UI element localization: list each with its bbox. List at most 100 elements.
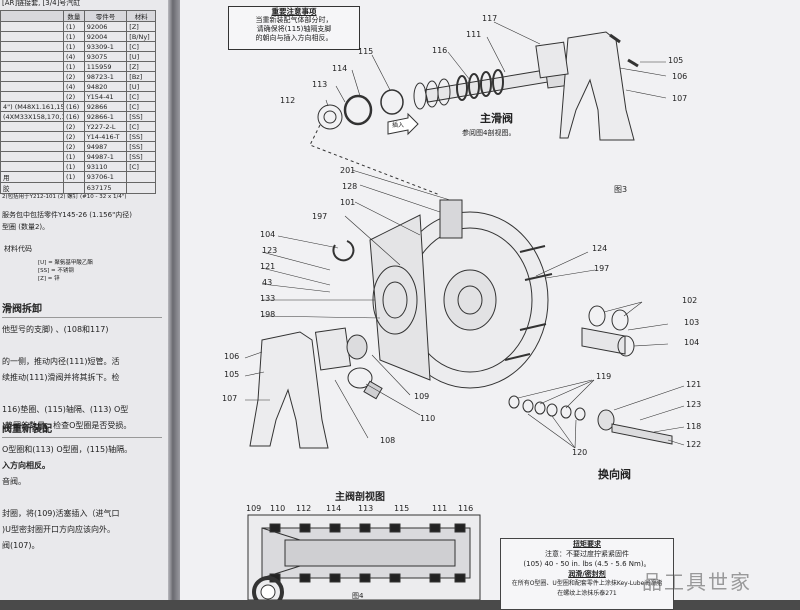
plate-108 [314, 327, 352, 371]
body-line: 入方向相反。 [2, 458, 164, 474]
callout-116: 116 [432, 46, 448, 55]
section-title-reassembly: 阀重新装配 [2, 420, 162, 438]
caution-line: 的朝向与插入方向相反。 [255, 34, 333, 42]
body-line: 封圈，将(109)活塞插入（进气口 [2, 509, 120, 518]
callout-133: 133 [260, 294, 276, 303]
callout-114: 114 [332, 64, 348, 73]
torque-requirements-box: 扭矩要求 注意：不要过度拧紧紧固件 (105) 40 - 50 in. lbs … [500, 538, 674, 610]
figure-3-label: 图3 [614, 185, 628, 194]
flange-bolts [504, 245, 553, 361]
callout-105b: 105 [224, 370, 240, 379]
body-bold: 入方向相反。 [2, 461, 50, 470]
callout-128: 128 [342, 182, 358, 191]
note-line: 型圈 (数量2)。 [2, 223, 50, 231]
cell-desc: 胶 [0, 182, 64, 194]
torque-line: 注意：不要过度拧紧紧固件 [545, 550, 629, 558]
parts-table-body: (1)92006[Z](1)92004[B/Ny](1)93309-1[C](4… [0, 21, 156, 194]
ring-113 [343, 94, 373, 126]
table-row: (1)93309-1[C] [0, 41, 156, 52]
body-line: 续推动(111)滑阀并将其拆下。检 [2, 373, 120, 382]
torque-title: 扭矩要求 [573, 540, 601, 548]
main-valve-subtitle: 参阅图4剖视图。 [462, 129, 516, 137]
lube-title: 润滑/密封剂 [568, 570, 606, 578]
callout-117: 117 [482, 14, 498, 23]
reversing-valve-title: 换向阀 [598, 468, 631, 481]
callout-107b: 107 [222, 394, 238, 403]
bracket-107-top [559, 31, 635, 141]
screw-105 [609, 33, 621, 44]
callout-197: 197 [312, 212, 328, 221]
caution-box: 重要注意事项 当重新装配气体部分时， 请确保将(115)轴隔支脚 的朝向与插入方… [228, 6, 360, 50]
left-page: [AR]链接套, [3/4]号汽缸 数量 零件号 材料 (1)92006[Z](… [0, 0, 168, 600]
callout-113: 113 [312, 80, 328, 89]
parts-table-header: 数量 零件号 材料 [0, 10, 156, 22]
table-row: 4") (M48X1.161,153,169(16)92866[C] [0, 101, 156, 112]
callout-120: 120 [572, 448, 588, 457]
table-top-fragment: [AR]链接套, [3/4]号汽缸 [2, 0, 81, 7]
section-callout-113: 113 [358, 504, 374, 513]
callout-101: 101 [340, 198, 356, 207]
callout-104b: 104 [684, 338, 700, 347]
body-line: 的一侧，推动内径(111)短管。活 [2, 357, 120, 366]
reversing-valve-body [597, 409, 615, 431]
left-notes: 服务包中包括零件Y145-26 (1.156"内径) 型圈 (数量2)。 [2, 210, 164, 234]
callout-102: 102 [682, 296, 698, 305]
spool-111 [424, 69, 549, 103]
table-row: (2)94987[SS] [0, 141, 156, 152]
section-callout-112: 112 [296, 504, 312, 513]
callout-105: 105 [668, 56, 684, 65]
caution-title: 重要注意事项 [271, 7, 317, 16]
section-view [247, 514, 481, 600]
ring-112 [317, 104, 343, 130]
watermark-text: 品工具世家 [642, 570, 752, 594]
callout-119: 119 [596, 372, 612, 381]
spool-rings [413, 69, 504, 110]
material-code: [SS] = 不锈钢 [38, 268, 74, 274]
callout-110: 110 [420, 414, 436, 423]
ring-115 [380, 89, 404, 115]
book-gutter [168, 0, 180, 600]
table-row: (2)Y14-416-T[SS] [0, 131, 156, 142]
callout-201: 201 [340, 166, 356, 175]
section-callout-110: 110 [270, 504, 286, 513]
torque-line: (105) 40 - 50 in. lbs (4.5 - 5.6 Nm)。 [523, 560, 651, 568]
callout-106: 106 [672, 72, 688, 81]
snap-ring-104 [332, 240, 355, 262]
callout-198: 198 [260, 310, 276, 319]
body-line: 音阀。 [2, 477, 26, 486]
table-footnote: 2(包括用于Y212-101 (2) 螺钉 (#10 - 32 x 1/4") [2, 194, 127, 200]
figure-4-label: 图4 [352, 592, 364, 600]
cell-mat [126, 182, 156, 194]
section-callout-114: 114 [326, 504, 342, 513]
section-callout-115: 115 [394, 504, 410, 513]
callout-123b: 123 [686, 400, 702, 409]
seal-110 [347, 367, 373, 389]
callout-111: 111 [466, 30, 482, 39]
callout-106b: 106 [224, 352, 240, 361]
section-callout-111: 111 [432, 504, 448, 513]
section-view-title: 主阀剖视图 [335, 492, 385, 503]
material-code: [Z] = 锌 [38, 276, 60, 282]
body-line: 他型号的支脚) 、(108和117) [2, 325, 109, 334]
callout-43: 43 [262, 278, 273, 287]
insert-arrow [387, 112, 419, 136]
insert-arrow-label: 插入 [392, 122, 405, 129]
plate-117 [535, 41, 569, 79]
main-valve-title: 主滑阀 [480, 112, 513, 125]
muffler-201 [439, 199, 463, 239]
body-line: 116)垫圈、(115)轴隔、(113) O型 [2, 405, 129, 414]
callout-107: 107 [672, 94, 688, 103]
callout-115: 115 [358, 47, 374, 56]
bracket-107-left [249, 331, 329, 449]
section-callout-116: 116 [458, 504, 474, 513]
callout-123: 123 [262, 246, 278, 255]
callout-112: 112 [280, 96, 296, 105]
sleeve-103 [581, 327, 626, 355]
callout-104: 104 [260, 230, 276, 239]
material-code: [U] = 聚氨基甲酸乙酯 [38, 260, 93, 266]
callout-197b: 197 [594, 264, 610, 273]
material-codes-title: 材料代码 [4, 245, 32, 253]
header-material: 材料 [126, 10, 156, 22]
